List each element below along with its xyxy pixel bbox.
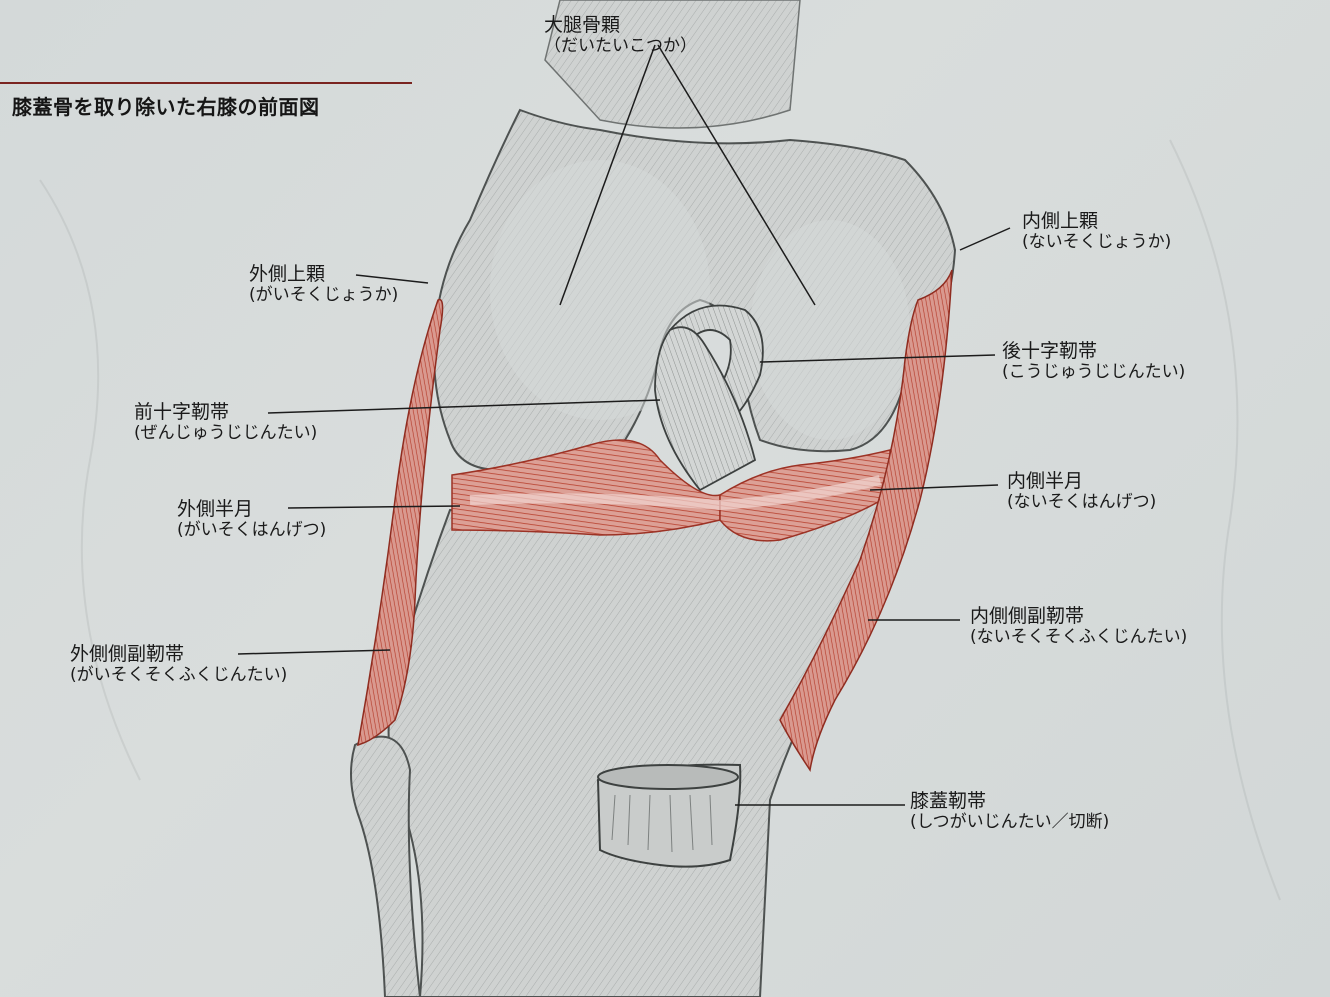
label-term: 前十字靭帯: [134, 401, 230, 423]
label-term: 内側側副靭帯: [970, 605, 1085, 627]
leader-lines: [237, 44, 1011, 806]
label-reading: (がいそくはんげつ): [177, 520, 327, 541]
label-reading: (こうじゅうじじんたい): [1002, 362, 1186, 383]
title-rule: [0, 82, 412, 84]
lateral-meniscus: [451, 439, 721, 536]
label-term: 外側側副靭帯: [70, 643, 185, 665]
label-reading: (がいそくそくふくじんたい): [70, 665, 288, 686]
medial-collateral-ligament: [779, 269, 953, 772]
label-term: 大腿骨顆: [544, 14, 621, 36]
label-medial-meniscus: 内側半月 (ないそくはんげつ): [1007, 470, 1156, 512]
label-term: 後十字靭帯: [1002, 340, 1098, 362]
background-sketch: [39, 139, 1281, 901]
label-pcl: 後十字靭帯 (こうじゅうじじんたい): [1002, 340, 1185, 382]
label-patellar-ligament: 膝蓋靭帯 (しつがいじんたい／切断): [910, 790, 1109, 832]
label-reading: (ぜんじゅうじじんたい): [134, 423, 318, 444]
label-term: 膝蓋靭帯: [910, 790, 987, 812]
label-acl: 前十字靭帯 (ぜんじゅうじじんたい): [134, 401, 317, 443]
figure-title: 膝蓋骨を取り除いた右膝の前面図: [12, 95, 320, 119]
anterior-cruciate-ligament: [654, 326, 757, 492]
label-term: 外側上顆: [249, 263, 326, 285]
label-lcl: 外側側副靭帯 (がいそくそくふくじんたい): [70, 643, 287, 685]
label-lateral-meniscus: 外側半月 (がいそくはんげつ): [177, 498, 326, 540]
label-reading: (ないそくそくふくじんたい): [970, 627, 1188, 648]
label-reading: (しつがいじんたい／切断): [910, 812, 1110, 833]
label-term: 内側半月: [1007, 470, 1084, 492]
label-term: 外側半月: [177, 498, 254, 520]
label-mcl: 内側側副靭帯 (ないそくそくふくじんたい): [970, 605, 1187, 647]
label-reading: (ないそくはんげつ): [1007, 492, 1157, 513]
label-medial-epicondyle: 内側上顆 (ないそくじょうか): [1022, 210, 1171, 252]
lateral-collateral-ligament: [357, 298, 444, 747]
label-reading: （だいたいこつか）: [544, 36, 697, 57]
label-reading: (ないそくじょうか): [1022, 232, 1172, 253]
label-lateral-epicondyle: 外側上顆 (がいそくじょうか): [249, 263, 398, 305]
label-term: 内側上顆: [1022, 210, 1099, 232]
label-reading: (がいそくじょうか): [249, 285, 399, 306]
patellar-ligament-stump: [596, 763, 742, 868]
femur-shaft: [544, 0, 801, 129]
label-femoral-condyle: 大腿骨顆（だいたいこつか）: [544, 14, 697, 56]
fibula: [350, 735, 422, 997]
